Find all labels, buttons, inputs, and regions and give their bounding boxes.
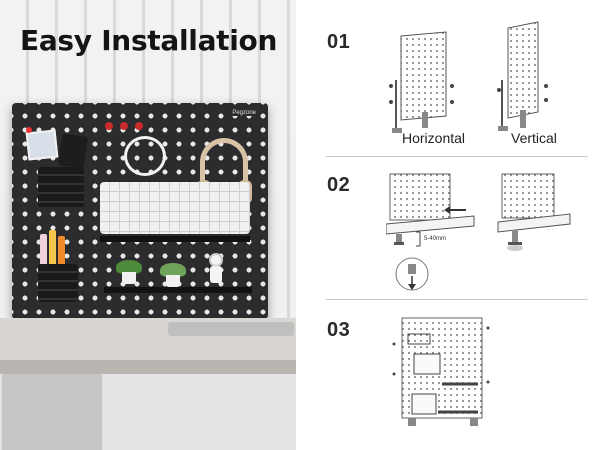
hook-icon (135, 122, 143, 130)
desk-leg (2, 374, 102, 450)
storage-basket-bottom (38, 264, 78, 302)
pen-yellow (49, 230, 56, 266)
left-arrow-icon (444, 206, 450, 214)
laptop (168, 322, 294, 336)
step-number-2: 02 (327, 174, 351, 196)
keyboard (100, 182, 250, 234)
sticky-note (25, 129, 59, 161)
caption-vertical: Vertical (511, 130, 557, 146)
hook-icon (105, 122, 113, 130)
brand-label: Pegzone (230, 110, 258, 116)
desk-edge (0, 360, 296, 374)
pen-pink (40, 234, 47, 266)
astronaut-figure (207, 253, 225, 285)
phone-holder (57, 133, 89, 169)
cable-coil (124, 136, 166, 176)
horizontal-board-diagram (389, 31, 454, 133)
pin-icon (26, 127, 32, 133)
vertical-board-diagram (497, 21, 548, 131)
clamp-measurement: 5-40mm (424, 236, 447, 242)
down-arrow-icon (408, 284, 416, 290)
product-photo: Easy Installation Pegzone (0, 0, 296, 450)
clamp-install-diagram (386, 173, 475, 291)
accessory-layout-diagram (392, 317, 490, 426)
succulent-pot (160, 263, 186, 287)
step-number-1: 01 (327, 31, 351, 53)
step-divider (326, 156, 588, 157)
shelf-upper (100, 236, 250, 242)
page-title: Easy Installation (20, 24, 278, 57)
pen-orange (58, 236, 65, 266)
clamp-fixed-diagram (497, 173, 571, 251)
plant-pot (116, 260, 142, 284)
shelf-lower (104, 287, 252, 293)
hook-icon (120, 122, 128, 130)
headphones-icon (200, 138, 248, 186)
step-divider (326, 299, 588, 300)
instruction-panel: 01 Horizontal Vertical 02 (296, 0, 600, 450)
pens (40, 228, 74, 266)
storage-basket-top (38, 167, 84, 207)
step-number-3: 03 (327, 319, 351, 341)
caption-horizontal: Horizontal (402, 130, 466, 146)
